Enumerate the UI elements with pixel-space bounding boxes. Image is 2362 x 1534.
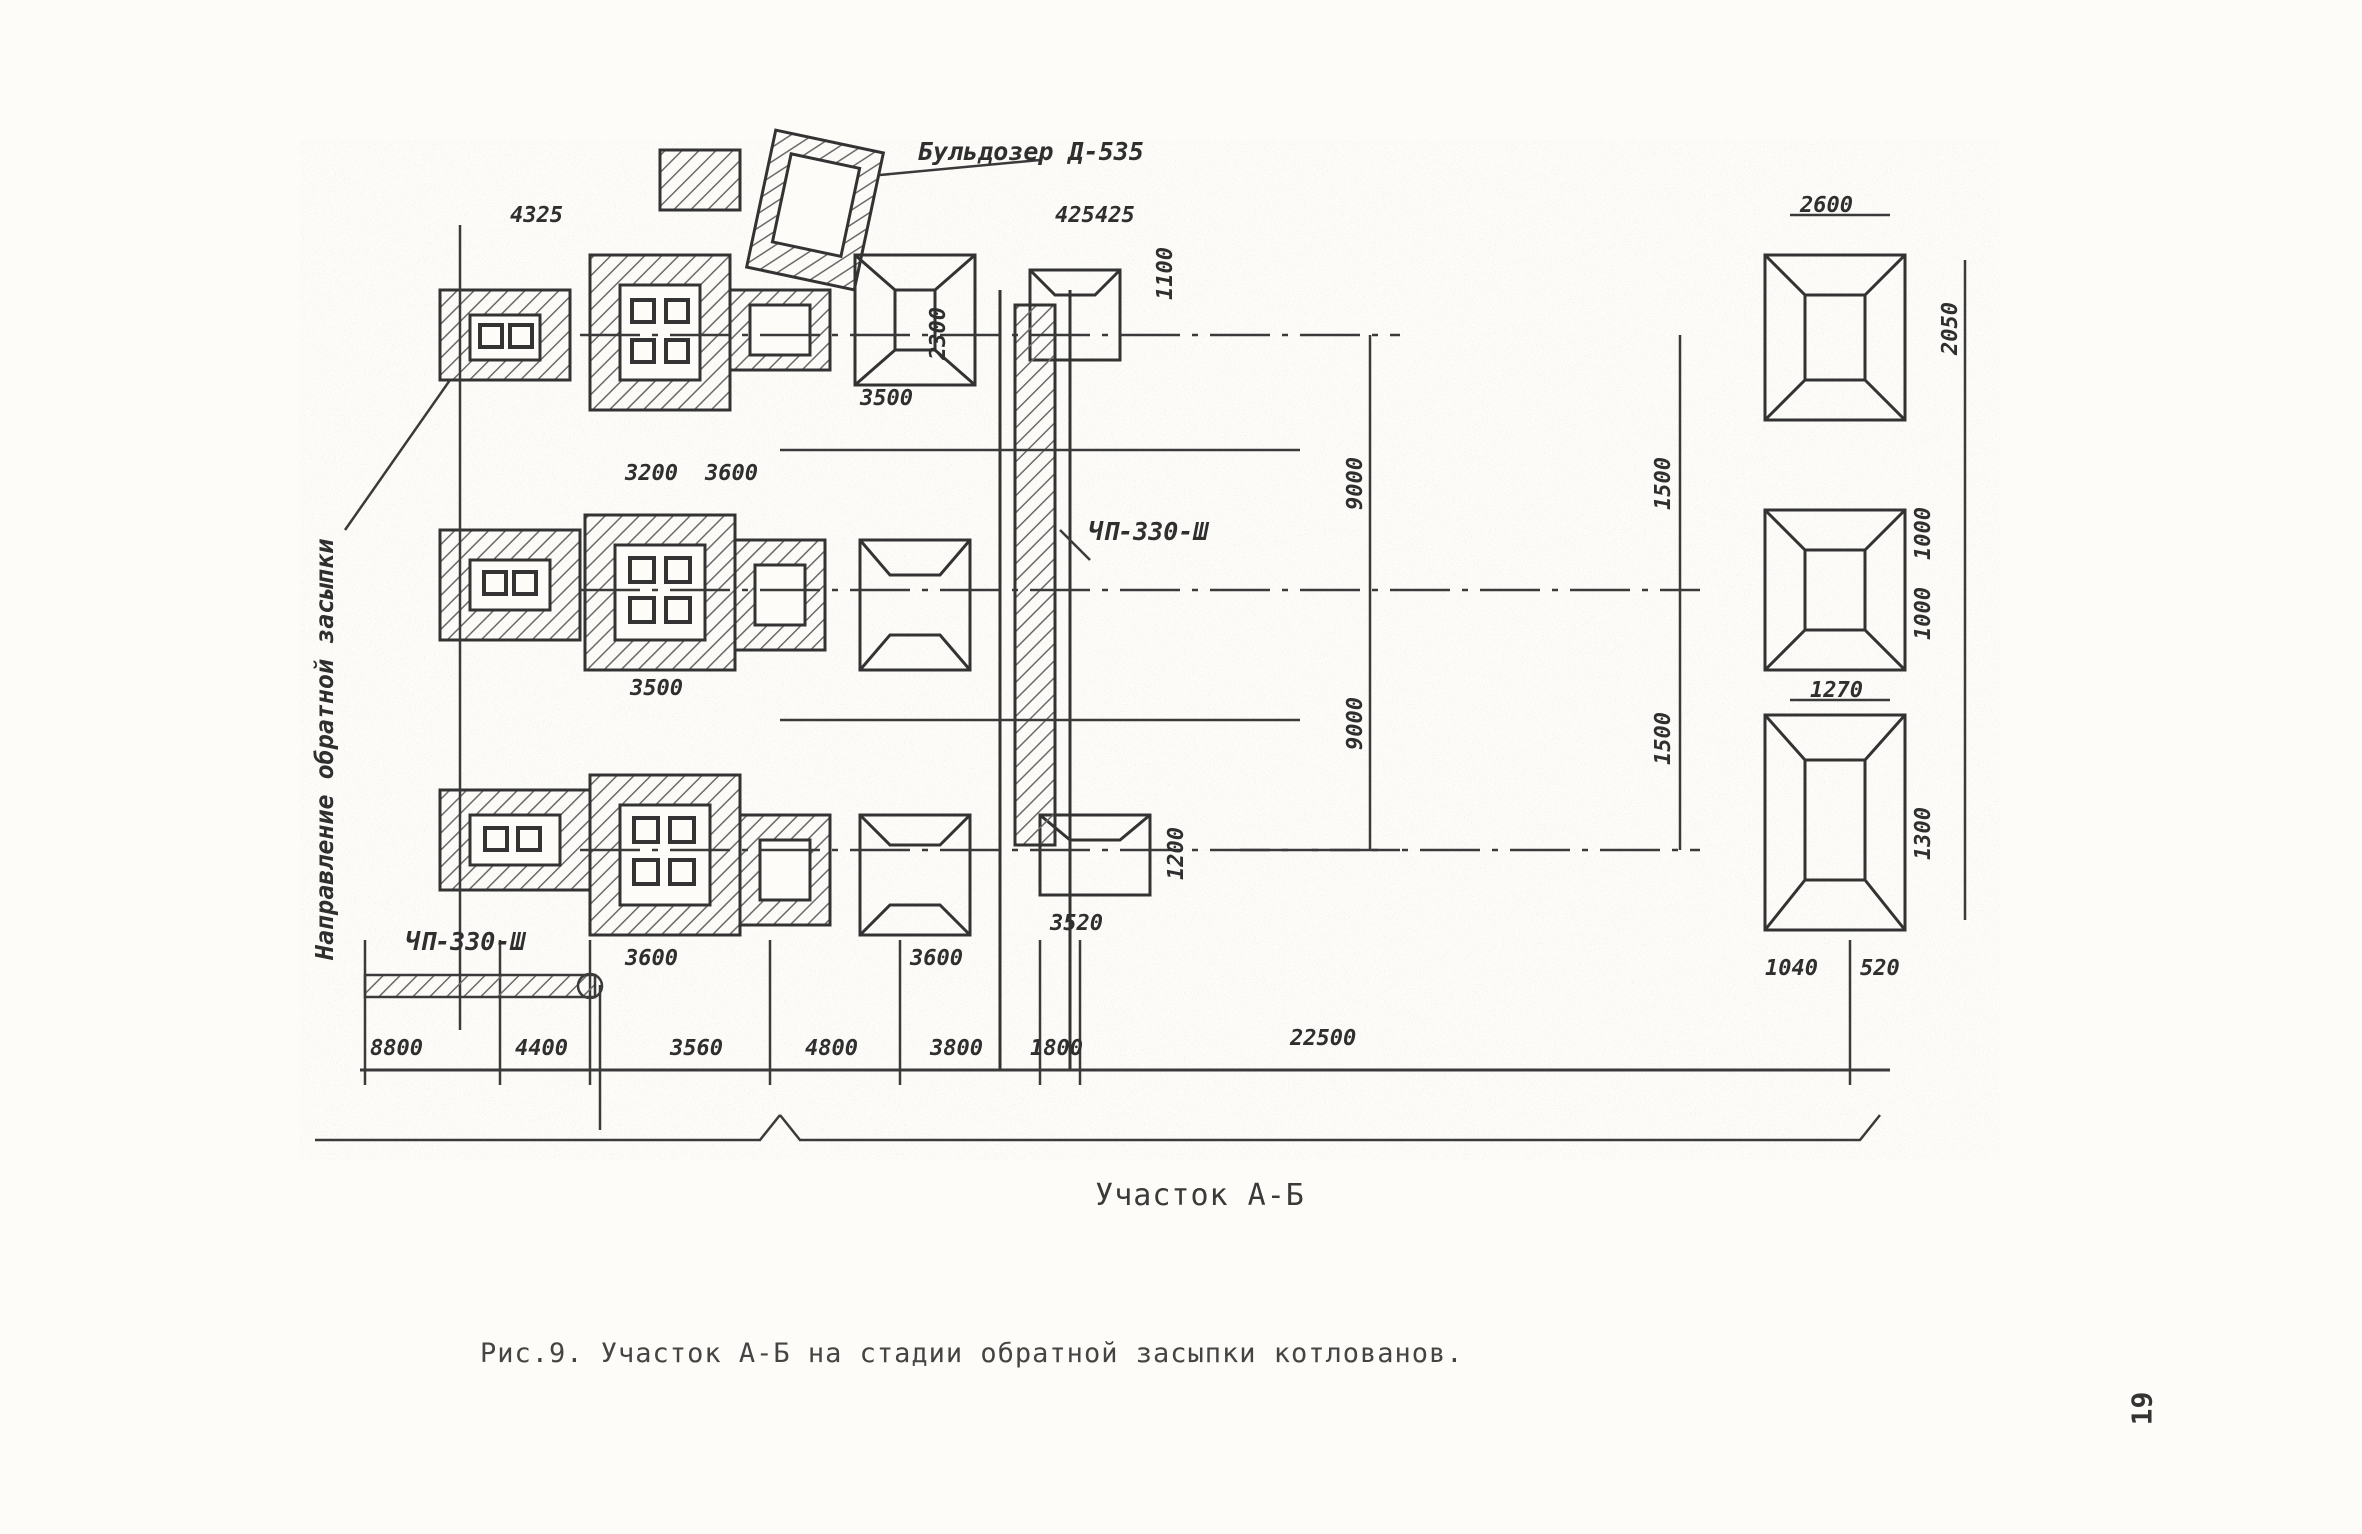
pit-group-row-1 xyxy=(438,128,1122,412)
backfill-direction-callout: Направление обратной засыпки xyxy=(310,539,339,961)
dim-label: 425 xyxy=(1055,203,1095,228)
dim-label: 3560 xyxy=(669,1036,723,1061)
dim-label: 3500 xyxy=(859,386,913,411)
dim-label: 3600 xyxy=(624,946,678,971)
dim-label: 1300 xyxy=(1911,807,1936,860)
bulldozer-icon xyxy=(658,128,886,292)
dim-label: 3520 xyxy=(1049,911,1103,936)
dimension-labels: 8800 4400 3560 4800 3800 1800 22500 4325… xyxy=(370,193,1963,1061)
bulldozer-callout: Бульдозер Д-535 xyxy=(918,137,1144,166)
dim-label: 9000 xyxy=(1343,457,1368,510)
dim-label: 2300 xyxy=(926,307,951,361)
dim-label: 1500 xyxy=(1651,712,1676,765)
dim-label: 2050 xyxy=(1938,302,1963,356)
haul-road xyxy=(998,290,1072,1070)
dim-label: 1800 xyxy=(1030,1036,1083,1061)
dim-label: 1200 xyxy=(1164,827,1189,880)
dim-label: 2600 xyxy=(1799,193,1853,218)
dim-label: 1000 xyxy=(1911,587,1936,640)
dim-label: 8800 xyxy=(370,1036,423,1061)
dim-label: 3800 xyxy=(929,1036,983,1061)
dim-label: 425 xyxy=(1095,203,1135,228)
dimension-lines xyxy=(315,158,1967,1142)
dim-label: 3600 xyxy=(909,946,963,971)
dim-label: 520 xyxy=(1860,956,1900,981)
dim-label: 4325 xyxy=(510,203,563,228)
pit-group-row-2 xyxy=(438,513,972,672)
dim-label: 3200 xyxy=(624,461,678,486)
figure-caption: Рис.9. Участок А-Б на стадии обратной за… xyxy=(480,1338,1464,1369)
dim-label: 1000 xyxy=(1911,507,1936,560)
dim-label: 4400 xyxy=(515,1036,568,1061)
excavator-callout-upper: ЧП-330-Ш xyxy=(1088,517,1209,546)
dim-label: 3500 xyxy=(629,676,683,701)
dim-label: 1500 xyxy=(1651,457,1676,510)
pit-group-right xyxy=(1763,253,1907,932)
dim-label: 9000 xyxy=(1343,697,1368,750)
dim-label: 1100 xyxy=(1153,247,1178,300)
dim-label: 22500 xyxy=(1289,1026,1356,1051)
section-label: Участок А-Б xyxy=(1095,1178,1305,1213)
page-number: 19 xyxy=(2125,1391,2159,1426)
dim-label: 3600 xyxy=(704,461,758,486)
excavator-callout-lower: ЧП-330-Ш xyxy=(405,927,526,956)
dim-label: 4800 xyxy=(805,1036,858,1061)
dim-label: 1270 xyxy=(1810,678,1863,703)
dim-label: 1040 xyxy=(1765,956,1818,981)
